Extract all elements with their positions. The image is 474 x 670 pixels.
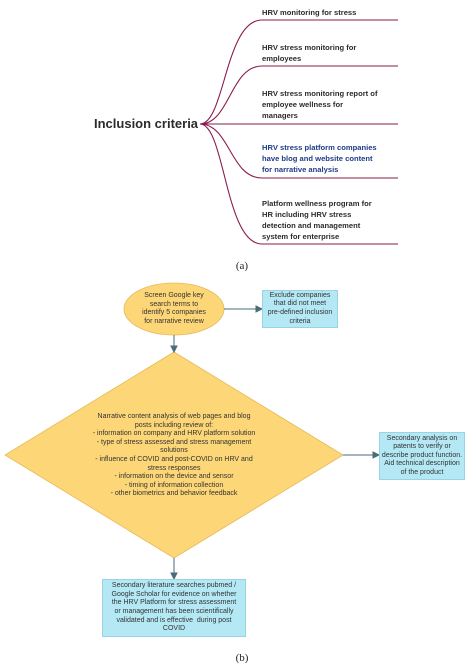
literature-search-box: Secondary literature searches pubmed / G…	[102, 579, 246, 637]
literature-line-1: Secondary literature searches pubmed /	[111, 582, 237, 590]
start-node-line-2: search terms to	[149, 300, 199, 308]
branch-2-line-2: employees	[262, 54, 302, 63]
branch-line-2	[199, 65, 398, 125]
mindmap-root-label: Inclusion criteria	[94, 116, 199, 131]
branch-label-4: HRV stress platform companies have blog …	[262, 142, 412, 175]
branch-5-line-2: HR including HRV stress	[262, 210, 352, 219]
diamond-line-2: posts including review of:	[134, 421, 214, 429]
diamond-line-5: solutions	[160, 447, 188, 455]
start-node-line-3: identify 5 companies	[142, 309, 206, 317]
branch-3-line-2: employee wellness for	[262, 100, 344, 109]
branch-label-5: Platform wellness program for HR includi…	[262, 198, 412, 242]
patent-analysis-box: Secondary analysis on patents to verify …	[379, 432, 465, 480]
arrowhead-patent	[372, 451, 381, 459]
literature-line-3: the HRV Platform for stress assessment	[111, 599, 237, 607]
mindmap-branch-lines	[199, 19, 398, 245]
branch-5-line-4: system for enterprise	[262, 232, 340, 241]
branch-line-1	[199, 19, 398, 125]
exclude-box: Exclude companies that did not meet pre-…	[262, 290, 338, 328]
branch-2-line-1: HRV stress monitoring for	[262, 43, 357, 52]
start-node-label: Screen Google key search terms to identi…	[129, 292, 219, 326]
branch-line-5	[199, 123, 398, 245]
diamond-line-10: - other biometrics and behavior feedback	[110, 490, 238, 498]
diamond-label: Narrative content analysis of web pages …	[64, 413, 284, 499]
start-node-line-4: for narrative review	[144, 317, 204, 325]
literature-line-2: Google Scholar for evidence on whether	[111, 590, 237, 598]
branch-4-line-2: have blog and website content	[262, 154, 373, 163]
caption-a: (a)	[235, 260, 249, 272]
branch-1-line-1: HRV monitoring for stress	[262, 8, 357, 17]
branch-3-line-3: managers	[262, 111, 298, 120]
arrowhead-diamond	[170, 345, 178, 354]
branch-line-4	[199, 123, 398, 179]
patent-line-5: of the product	[400, 468, 444, 476]
literature-line-6: COVID	[162, 625, 186, 633]
literature-line-4: or management has been scientifically	[114, 608, 234, 615]
patent-line-2: patents to verify or	[393, 443, 451, 451]
branch-label-1: HRV monitoring for stress	[262, 7, 412, 18]
exclude-line-2: that did not meet	[273, 300, 327, 308]
exclude-line-3: pre-defined inclusion	[267, 309, 333, 316]
start-node-line-1: Screen Google key	[144, 292, 204, 299]
diamond-line-3: - information on company and HRV platfor…	[92, 430, 256, 438]
branch-5-line-3: detection and management	[262, 221, 361, 230]
literature-line-5: validated and is effective during post	[116, 616, 232, 624]
branch-label-3: HRV stress monitoring report of employee…	[262, 88, 412, 121]
branch-label-2: HRV stress monitoring for employees	[262, 42, 412, 64]
branch-5-line-1: Platform wellness program for	[262, 199, 372, 208]
diamond-line-9: - timing of information collection	[124, 481, 224, 489]
arrowhead-exclude	[255, 305, 264, 313]
diamond-line-1: Narrative content analysis of web pages …	[97, 413, 251, 420]
branch-4-line-3: for narrative analysis	[262, 165, 339, 174]
branch-4-line-1: HRV stress platform companies	[262, 143, 377, 152]
caption-b: (b)	[235, 652, 249, 664]
patent-line-1: Secondary analysis on	[386, 434, 458, 442]
flow-arrows	[170, 305, 381, 581]
diamond-line-4: - type of stress assessed and stress man…	[96, 438, 252, 446]
diamond-line-7: stress responses	[147, 464, 201, 472]
exclude-line-1: Exclude companies	[269, 291, 331, 299]
diamond-line-6: - influence of COVID and post-COVID on H…	[95, 455, 253, 463]
exclude-line-4: criteria	[289, 317, 311, 325]
patent-line-3: describe product function.	[381, 451, 463, 459]
branch-3-line-1: HRV stress monitoring report of	[262, 89, 378, 98]
arrowhead-literature	[170, 572, 178, 581]
patent-line-4: Aid technical description	[384, 460, 460, 468]
diamond-line-8: - information on the device and sensor	[114, 473, 234, 481]
